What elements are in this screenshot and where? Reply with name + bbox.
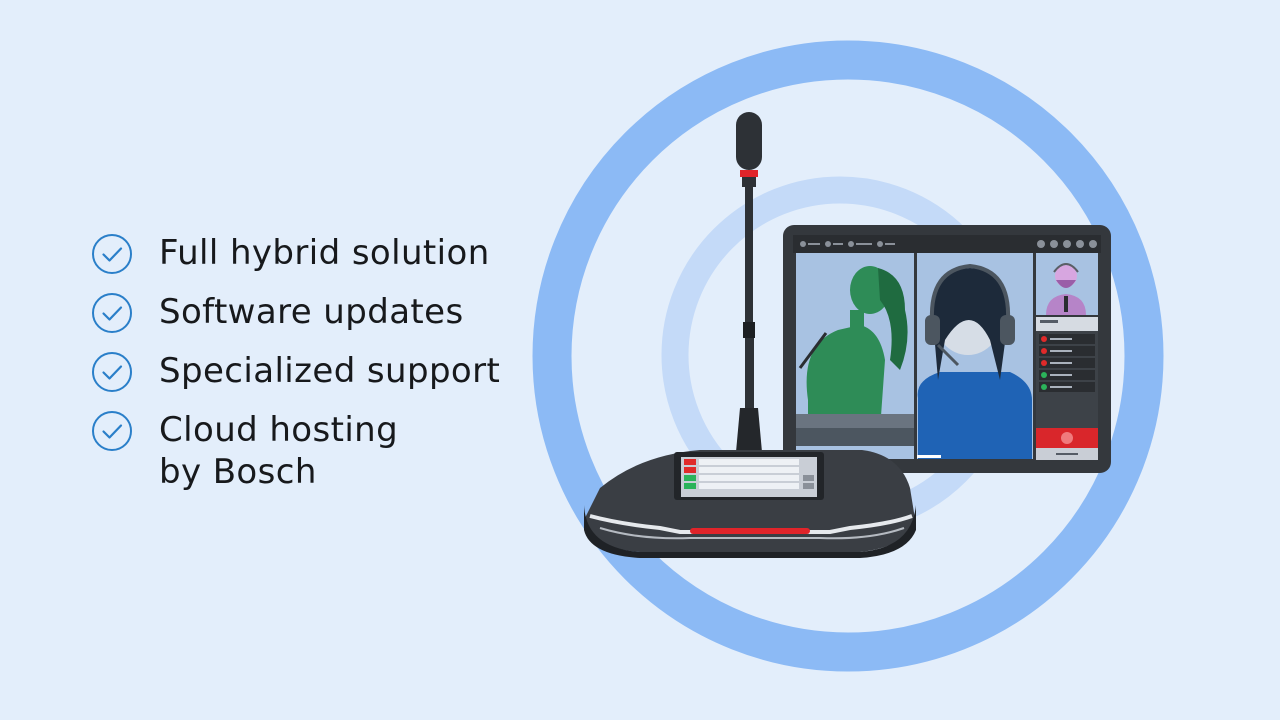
check-circle-icon — [92, 411, 132, 451]
feature-item: Software updates — [90, 291, 530, 335]
check-circle-icon — [92, 352, 132, 392]
feature-list: Full hybrid solution Software updates Sp… — [90, 232, 530, 508]
conference-base-unit — [584, 450, 916, 558]
participant-sidebar — [1036, 253, 1098, 460]
feature-label: Full hybrid solution — [159, 233, 490, 273]
video-tile-interpreter — [917, 253, 1033, 459]
check-circle-icon — [92, 234, 132, 274]
microphone-gooseneck — [736, 112, 762, 452]
feature-label: Specialized support — [159, 351, 501, 391]
video-tile-speaker — [796, 253, 914, 459]
feature-label: Cloud hosting by Bosch — [159, 410, 399, 492]
tablet-device — [783, 225, 1111, 473]
base-touchscreen — [674, 452, 824, 500]
feature-label: Software updates — [159, 292, 464, 332]
feature-item: Cloud hosting by Bosch — [90, 409, 530, 493]
feature-item: Full hybrid solution — [90, 232, 530, 276]
feature-item: Specialized support — [90, 350, 530, 394]
check-circle-icon — [92, 293, 132, 333]
tablet-toolbar — [800, 240, 1097, 248]
